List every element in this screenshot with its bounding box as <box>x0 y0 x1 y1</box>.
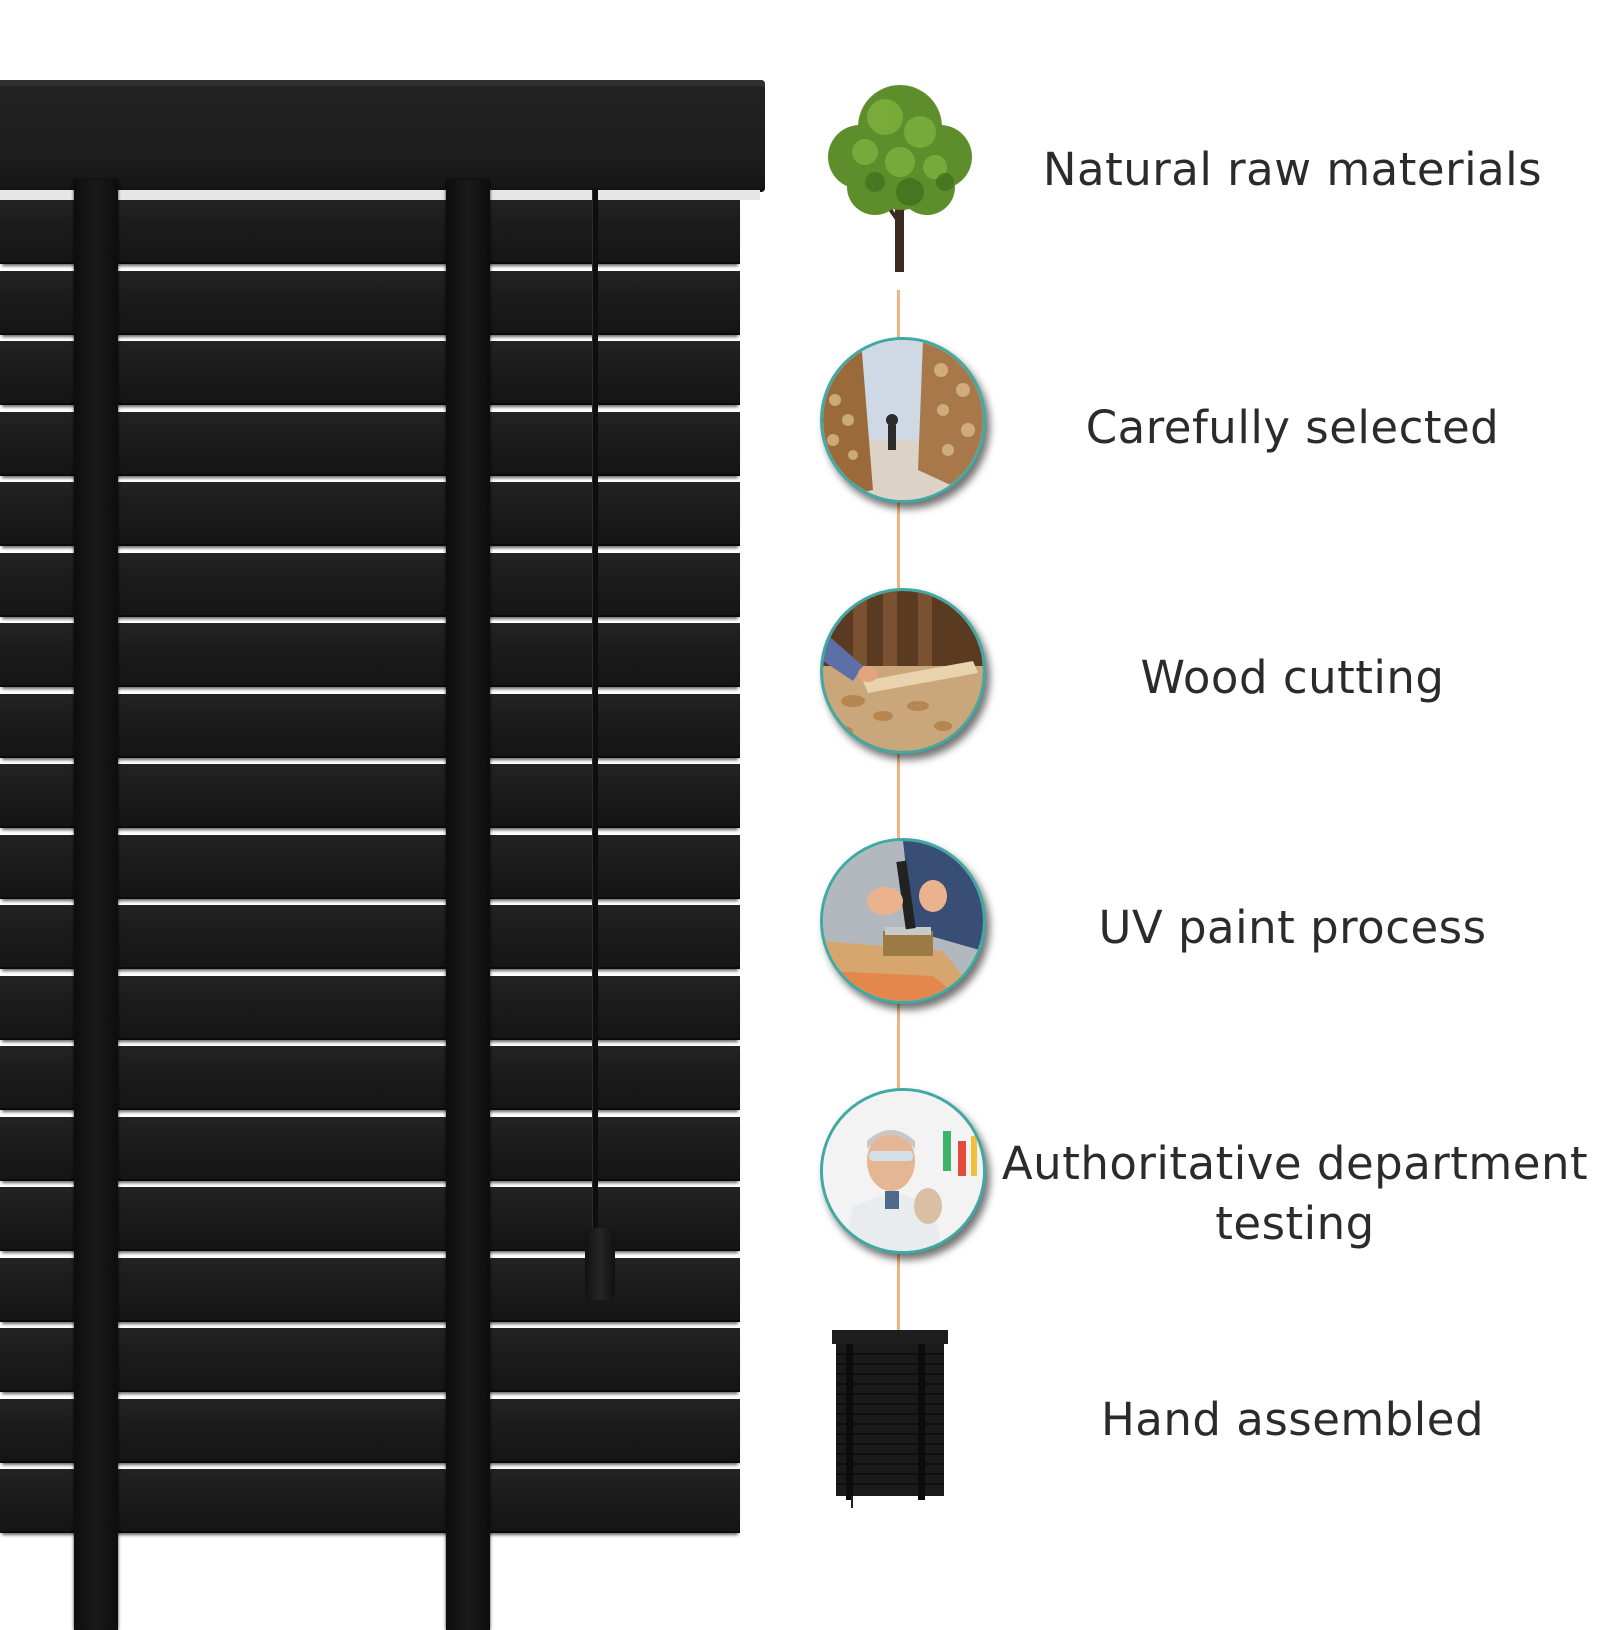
lab-tester-photo-icon <box>820 1088 986 1254</box>
blind-slat <box>0 270 740 335</box>
blind-slat <box>0 764 740 828</box>
blind-slat <box>0 1257 740 1322</box>
blind-slat <box>0 341 740 405</box>
paint-brush-photo-icon <box>820 838 986 1004</box>
headrail-gap <box>0 190 760 200</box>
blind-slat <box>0 1046 740 1110</box>
blind-slat <box>0 1328 740 1392</box>
blind-slat <box>0 834 740 899</box>
step-label-hand-assembled: Hand assembled <box>1100 1393 1485 1446</box>
process-timeline-line <box>897 290 900 1340</box>
blind-slat <box>0 1187 740 1251</box>
step-label-natural-raw-materials: Natural raw materials <box>1042 143 1543 196</box>
tree-icon <box>815 72 985 272</box>
blind-slat <box>0 200 740 264</box>
blind-slat <box>0 1116 740 1181</box>
product-blind-image <box>0 80 770 1630</box>
blind-slat <box>0 482 740 546</box>
blind-headrail <box>0 80 765 192</box>
blind-slat <box>0 1398 740 1463</box>
ladder-tape-left <box>74 180 118 1630</box>
log-stacks-photo-icon <box>820 337 986 503</box>
blind-slat <box>0 623 740 687</box>
step-label-carefully-selected: Carefully selected <box>1085 401 1500 454</box>
step-label-authoritative-department-testing: Authoritative department testing <box>1001 1137 1589 1250</box>
blind-slat <box>0 975 740 1040</box>
blind-slat <box>0 552 740 617</box>
assembled-blind-icon <box>832 1330 948 1510</box>
step-label-uv-paint-process: UV paint process <box>1098 901 1487 954</box>
blind-slats <box>0 200 745 1540</box>
step-label-wood-cutting: Wood cutting <box>1140 651 1445 704</box>
wood-cutting-photo-icon <box>820 588 986 754</box>
tilt-cord <box>592 190 598 1240</box>
blind-slat <box>0 1469 740 1533</box>
blind-slat <box>0 905 740 969</box>
blind-slat <box>0 693 740 758</box>
ladder-tape-right <box>446 180 490 1630</box>
cord-weight <box>585 1228 615 1300</box>
blind-slat <box>0 411 740 476</box>
